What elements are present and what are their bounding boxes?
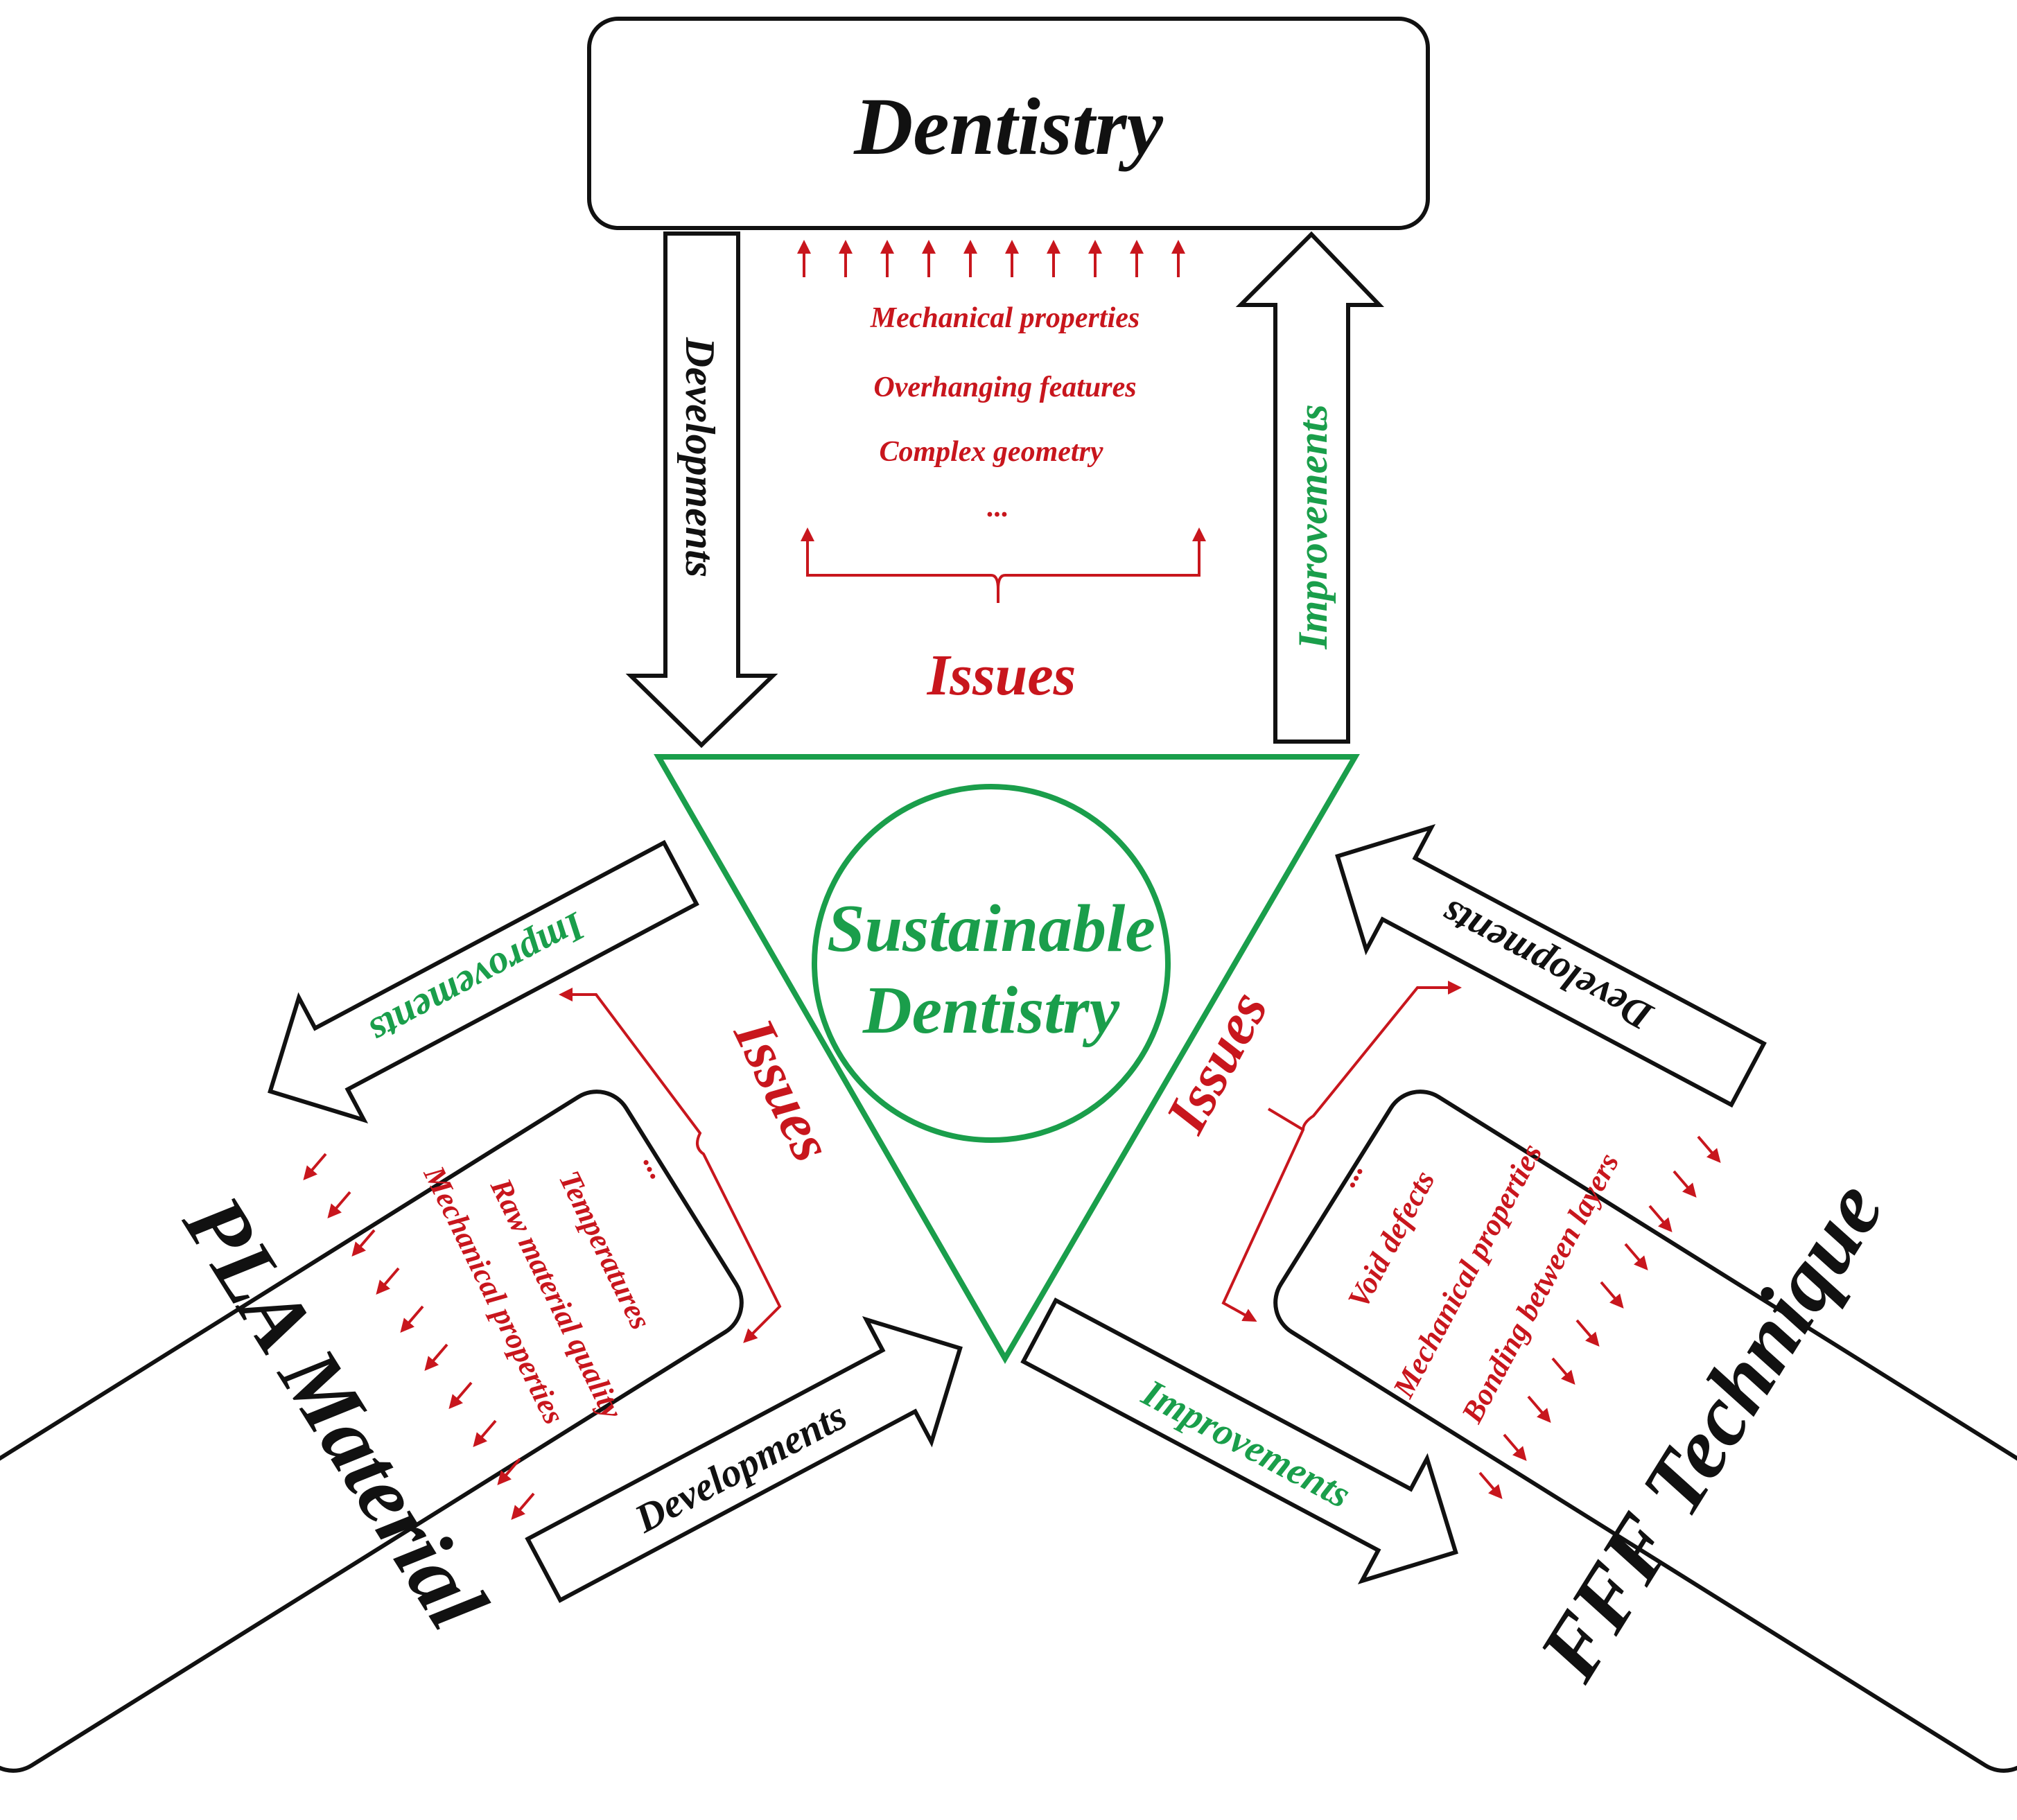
top-left-developments-label: Developments — [677, 337, 723, 578]
center-label-line1: Sustainable — [827, 891, 1155, 966]
center-label-line2: Dentistry — [862, 973, 1120, 1048]
sustainability-circle — [812, 784, 1171, 1143]
top-left-developments-arrow: Developments — [625, 231, 778, 749]
right-issue-arrows — [1478, 1135, 1721, 1500]
fff-technique-node: FFF Technique — [1273, 1090, 2017, 1773]
top-issue-item-3: Complex geometry — [879, 436, 1103, 468]
left-upper-improvements-arrow: Improvements — [268, 839, 699, 1123]
top-right-improvements-arrow: Improvements — [1235, 231, 1385, 744]
dentistry-label: Dentistry — [853, 81, 1163, 172]
top-right-improvements-label: Improvements — [1290, 404, 1336, 649]
top-issues-title: Issues — [927, 643, 1076, 708]
right-issue-brace-stem — [1267, 1108, 1304, 1131]
top-issue-item-4: ... — [987, 491, 1009, 523]
dentistry-box — [587, 17, 1430, 230]
right-upper-developments-arrow: Developments — [1335, 824, 1767, 1108]
fff-technique-box — [1273, 1090, 2017, 1773]
left-issue-brace — [559, 988, 782, 1343]
pla-material-node: PLA Material — [0, 1090, 744, 1773]
top-issue-item-1: Mechanical properties — [870, 302, 1140, 334]
top-issue-arrows — [797, 240, 1185, 277]
top-issue-brace — [801, 527, 1206, 590]
top-issue-item-2: Overhanging features — [873, 371, 1136, 403]
left-issue-arrows — [303, 1153, 535, 1521]
